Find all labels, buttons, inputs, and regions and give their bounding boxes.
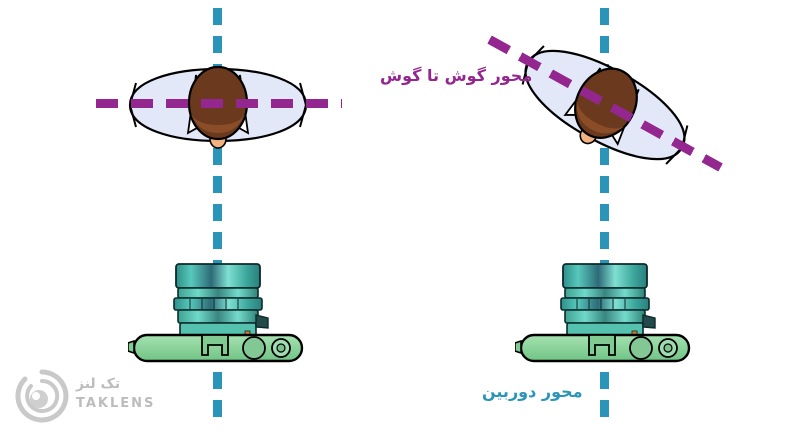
ear-axis-overlay-left: [96, 99, 342, 108]
logo-mark: [15, 369, 69, 423]
camera-top-view-left: [127, 255, 308, 365]
camera-axis-line-right: [600, 8, 609, 428]
camera-axis-label: محور دوربین: [482, 382, 583, 401]
camera-body: [127, 333, 304, 363]
camera-top-view-right: [514, 255, 695, 365]
camera-body: [514, 333, 691, 363]
logo-latin-text: TAKLENS: [76, 396, 156, 411]
camera-lens: [560, 263, 656, 338]
taklens-logo: تک لنز TAKLENS: [14, 368, 184, 424]
camera-lens: [173, 263, 269, 338]
ear-axis-label: محور گوش تا گوش: [380, 66, 533, 85]
logo-arabic-text: تک لنز: [76, 376, 121, 392]
camera-axis-line-left: [213, 8, 222, 428]
